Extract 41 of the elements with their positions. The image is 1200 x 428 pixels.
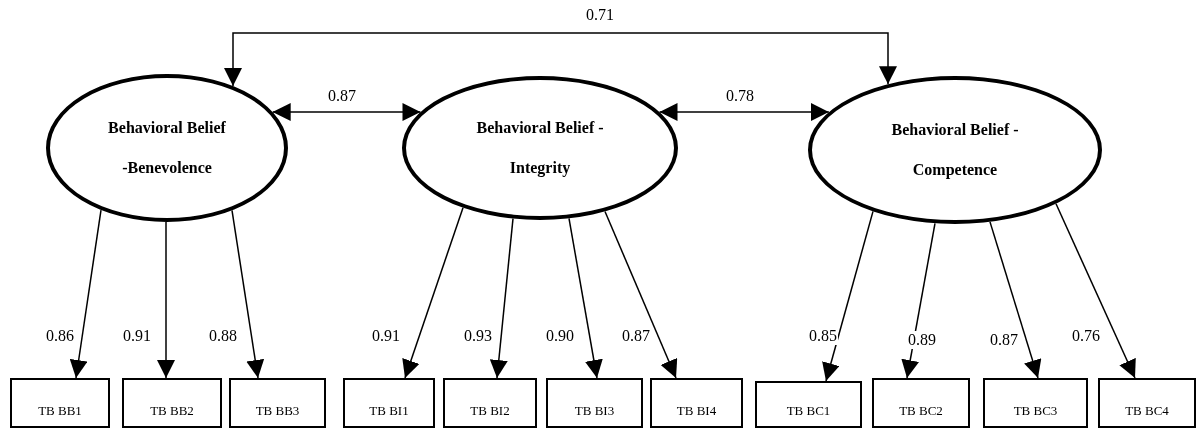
arrow	[604, 210, 678, 379]
indicator-label: TB BI3	[574, 403, 615, 419]
latent-label: Behavioral Belief - Integrity	[475, 118, 605, 179]
indicator-label: TB BB3	[255, 403, 300, 419]
arrow	[901, 222, 936, 379]
arrow	[271, 103, 422, 121]
indicator-box	[755, 381, 862, 428]
indicator-box	[983, 378, 1088, 428]
arrow	[489, 217, 514, 379]
indicator-label: TB BI4	[676, 403, 717, 419]
arrow	[1055, 203, 1136, 379]
arrow	[224, 32, 897, 87]
indicator-box	[122, 378, 222, 428]
indicator-label: TB BC2	[899, 403, 943, 419]
arrow	[402, 207, 464, 379]
indicator-label: TB BI1	[369, 403, 409, 419]
arrow	[69, 209, 102, 379]
indicator-box	[229, 378, 326, 428]
indicator-label: TB BB2	[150, 403, 194, 419]
indicator-box	[650, 378, 743, 428]
indicator-label: TB BC3	[1013, 403, 1058, 419]
indicator-box	[546, 378, 643, 428]
indicator-box	[10, 378, 110, 428]
arrow	[658, 103, 830, 121]
latent-label: Behavioral Belief - Competence	[890, 120, 1020, 181]
indicator-label: TB BC1	[786, 403, 831, 419]
arrow	[231, 209, 265, 379]
indicator-label: TB BC4	[1125, 403, 1169, 419]
arrow	[157, 221, 175, 379]
arrow	[989, 221, 1042, 379]
indicator-label: TB BB1	[38, 403, 82, 419]
indicator-box	[1098, 378, 1196, 428]
indicator-label: TB BI2	[470, 403, 510, 419]
indicator-box	[872, 378, 970, 428]
edge-label: 0.85	[808, 327, 838, 345]
arrow	[568, 217, 603, 379]
arrow	[822, 210, 874, 382]
indicator-box	[443, 378, 537, 428]
latent-label: Behavioral Belief -Benevolence	[107, 118, 227, 178]
edge-label: 0.89	[907, 331, 937, 349]
indicator-box	[343, 378, 435, 428]
